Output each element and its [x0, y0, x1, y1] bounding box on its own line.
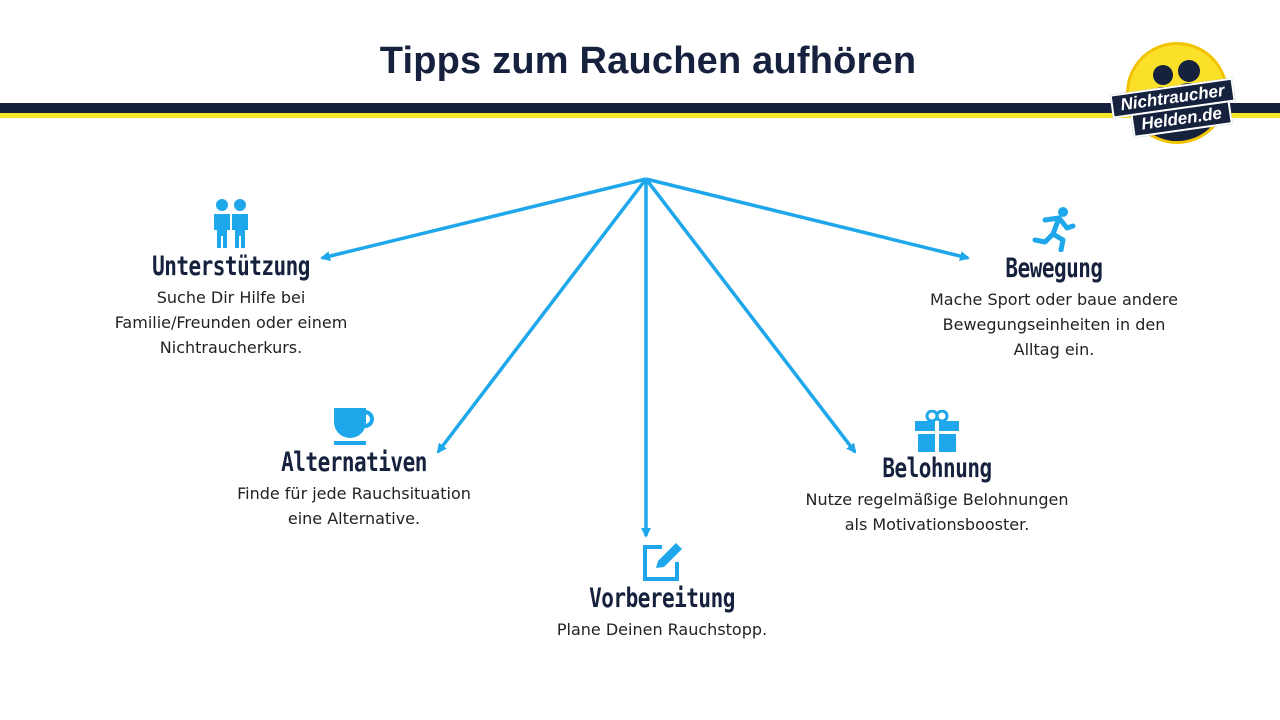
node-description: Plane Deinen Rauchstopp.: [556, 620, 768, 639]
node-heading: Belohnung: [882, 453, 992, 483]
node-bewegung: Bewegung Mache Sport oder baue andere Be…: [899, 206, 1209, 362]
node-belohnung: Belohnung Nutze regelmäßige Belohnungen …: [780, 410, 1094, 537]
node-description: Finde für jede Rauchsituation eine Alter…: [237, 484, 471, 528]
cup-icon: [334, 408, 374, 445]
node-description: Suche Dir Hilfe bei Familie/Freunden ode…: [114, 288, 348, 357]
node-vorbereitung: Vorbereitung Plane Deinen Rauchstopp.: [512, 542, 812, 642]
node-heading: Alternativen: [281, 447, 427, 477]
arrow-to-alternativen: [436, 177, 648, 454]
arrow-to-unterstuetzung: [320, 177, 647, 261]
node-alternativen: Alternativen Finde für jede Rauchsituati…: [206, 406, 502, 531]
node-description: Nutze regelmäßige Belohnungen als Motiva…: [805, 490, 1069, 534]
header-stripe: [0, 113, 1280, 118]
logo: Nichtraucher Helden.de: [1108, 36, 1248, 148]
arrow-to-belohnung: [644, 177, 857, 454]
running-icon: [1032, 207, 1076, 252]
edit-icon: [643, 543, 682, 581]
node-heading: Vorbereitung: [589, 583, 735, 613]
header-bar: [0, 103, 1280, 113]
people-icon: [214, 199, 248, 248]
node-description: Mache Sport oder baue andere Bewegungsei…: [929, 290, 1178, 359]
page-title: Tipps zum Rauchen aufhören: [379, 40, 917, 82]
node-heading: Bewegung: [1005, 253, 1103, 283]
node-heading: Unterstützung: [152, 251, 310, 281]
gift-icon: [915, 410, 959, 452]
arrow-to-bewegung: [645, 177, 970, 261]
node-unterstuetzung: Unterstützung Suche Dir Hilfe bei Famili…: [81, 198, 381, 360]
